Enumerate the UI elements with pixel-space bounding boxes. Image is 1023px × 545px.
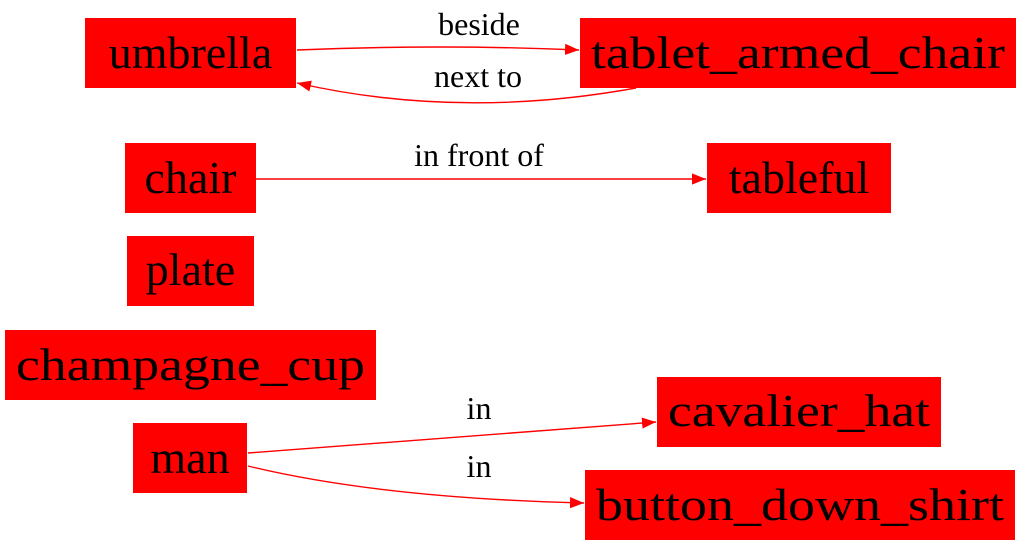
node-label-plate: plate — [146, 244, 235, 295]
edge-chair-in-front-of-tableful: in front of — [256, 137, 706, 185]
node-label-tablet-armed-chair: tablet_armed_chair — [591, 27, 1005, 78]
edge-line — [296, 43, 580, 55]
node-plate[interactable]: plate — [127, 236, 254, 306]
edge-line — [247, 465, 585, 509]
node-label-umbrella: umbrella — [109, 27, 273, 78]
node-box — [585, 470, 1015, 540]
node-label-man: man — [150, 432, 229, 483]
edge-tablet-armed-chair-next-to-umbrella: next to — [296, 58, 637, 104]
node-cavalier-hat[interactable]: cavalier_hat — [657, 377, 941, 447]
edge-line — [247, 417, 657, 454]
edge-label-next-to: next to — [434, 58, 522, 94]
node-box — [133, 423, 247, 493]
edge-umbrella-beside-tablet-armed-chair: beside — [296, 6, 580, 55]
edge-label-in-shirt: in — [467, 448, 492, 484]
node-label-champagne-cup: champagne_cup — [16, 339, 365, 390]
node-label-cavalier-hat: cavalier_hat — [668, 385, 930, 436]
node-box — [85, 18, 296, 88]
node-label-button-down-shirt: button_down_shirt — [596, 479, 1004, 530]
edge-line — [296, 80, 637, 104]
node-box — [5, 330, 376, 400]
node-button-down-shirt[interactable]: button_down_shirt — [585, 470, 1015, 540]
node-chair[interactable]: chair — [125, 143, 256, 213]
node-tablet-armed-chair[interactable]: tablet_armed_chair — [580, 18, 1016, 88]
node-box — [127, 236, 254, 306]
node-man[interactable]: man — [133, 423, 247, 493]
node-champagne-cup[interactable]: champagne_cup — [5, 330, 376, 400]
node-box — [125, 143, 256, 213]
node-box — [580, 18, 1016, 88]
edges: beside next to in front of in in — [247, 6, 706, 509]
edge-label-in-front-of: in front of — [414, 137, 544, 173]
node-tableful[interactable]: tableful — [707, 143, 891, 213]
edge-man-in-button-down-shirt: in — [247, 448, 585, 509]
node-box — [707, 143, 891, 213]
node-label-chair: chair — [145, 152, 237, 203]
node-umbrella[interactable]: umbrella — [85, 18, 296, 88]
edge-label-in-hat: in — [467, 390, 492, 426]
edge-man-in-cavalier-hat: in — [247, 390, 657, 454]
edge-label-beside: beside — [438, 6, 520, 42]
nodes: umbrella tablet_armed_chair chair tablef… — [5, 18, 1016, 540]
node-label-tableful: tableful — [729, 152, 870, 203]
node-box — [657, 377, 941, 447]
